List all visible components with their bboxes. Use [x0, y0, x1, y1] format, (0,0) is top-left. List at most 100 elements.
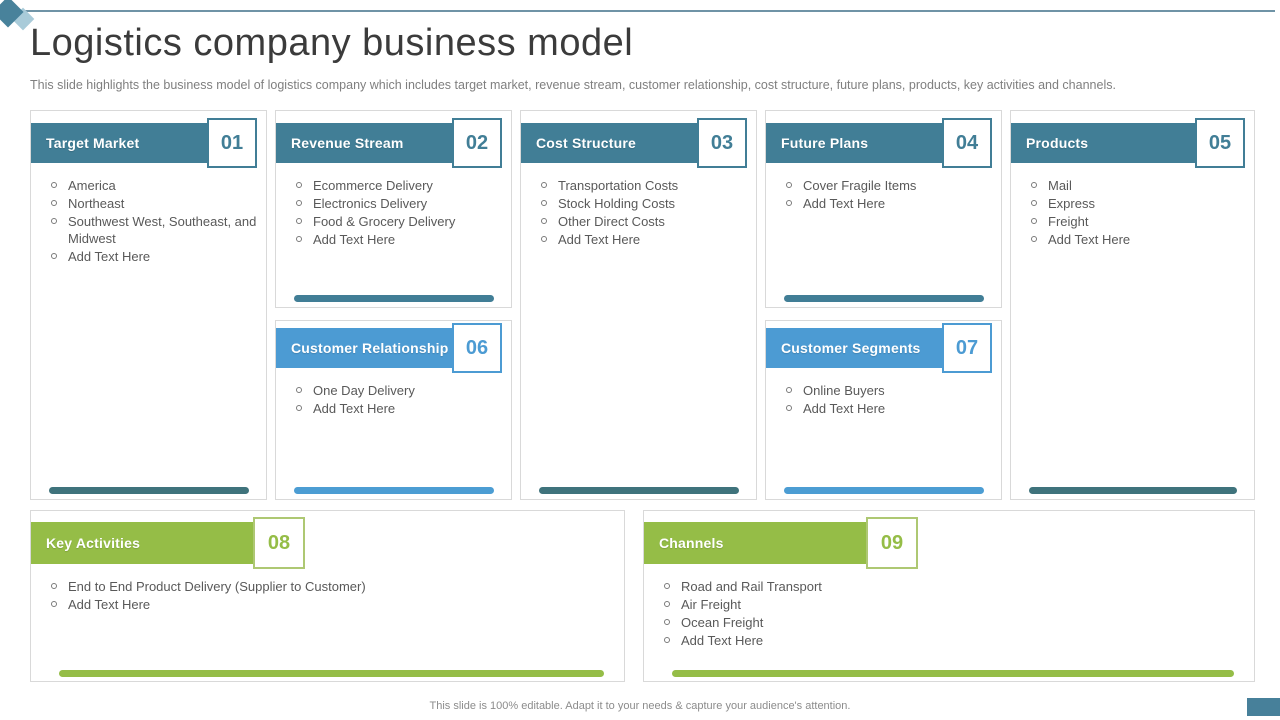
card-title: Target Market — [46, 135, 140, 151]
card-item-list: One Day Delivery Add Text Here — [276, 368, 511, 417]
bullet-icon — [51, 218, 57, 224]
list-item: Ecommerce Delivery — [296, 177, 503, 194]
card-number-badge: 07 — [942, 323, 992, 373]
card-products: Products 05 Mail Express Freight Add Tex… — [1010, 110, 1255, 500]
list-item: Other Direct Costs — [541, 213, 748, 230]
list-item-text: Add Text Here — [803, 401, 886, 416]
list-item-text: Road and Rail Transport — [681, 579, 822, 594]
bullet-icon — [541, 236, 547, 242]
card-header: Products 05 — [1011, 118, 1254, 168]
list-item: America — [51, 177, 258, 194]
bullet-icon — [296, 200, 302, 206]
bullet-icon — [541, 200, 547, 206]
list-item-text: Other Direct Costs — [558, 214, 665, 229]
list-item: Stock Holding Costs — [541, 195, 748, 212]
list-item-text: One Day Delivery — [313, 383, 415, 398]
card-accent-bar — [539, 487, 739, 494]
list-item: Add Text Here — [786, 195, 993, 212]
card-number-badge: 09 — [866, 517, 918, 569]
list-item-text: America — [68, 178, 116, 193]
card-accent-bar — [294, 487, 494, 494]
card-accent-bar — [672, 670, 1234, 677]
card-cost-structure: Cost Structure 03 Transportation Costs S… — [520, 110, 757, 500]
bullet-icon — [1031, 218, 1037, 224]
list-item: Add Text Here — [296, 400, 503, 417]
column-revenue-relationship: Revenue Stream 02 Ecommerce Delivery Ele… — [275, 110, 512, 500]
top-rule-line — [24, 10, 1275, 12]
bullet-icon — [1031, 236, 1037, 242]
list-item: Transportation Costs — [541, 177, 748, 194]
list-item: Mail — [1031, 177, 1246, 194]
column-future-segments: Future Plans 04 Cover Fragile Items Add … — [765, 110, 1002, 500]
list-item-text: Add Text Here — [681, 633, 764, 648]
list-item-text: End to End Product Delivery (Supplier to… — [68, 579, 366, 594]
card-channels: Channels 09 Road and Rail Transport Air … — [643, 510, 1255, 682]
column-target-market: Target Market 01 America Northeast South… — [30, 110, 267, 500]
bullet-icon — [51, 253, 57, 259]
list-item-text: Food & Grocery Delivery — [313, 214, 456, 229]
card-number: 09 — [880, 531, 904, 554]
bullet-icon — [664, 583, 670, 589]
card-title: Cost Structure — [536, 135, 637, 151]
list-item-text: Add Text Here — [313, 232, 396, 247]
list-item: Southwest West, Southeast, and Midwest — [51, 213, 258, 247]
list-item: End to End Product Delivery (Supplier to… — [51, 578, 616, 595]
card-header: Customer Relationship 06 — [276, 323, 511, 373]
list-item: Freight — [1031, 213, 1246, 230]
card-key-activities: Key Activities 08 End to End Product Del… — [30, 510, 625, 682]
card-header: Key Activities 08 — [31, 517, 305, 569]
list-item: Air Freight — [664, 596, 1246, 613]
list-item: Online Buyers — [786, 382, 993, 399]
card-header: Future Plans 04 — [766, 118, 1001, 168]
card-header: Cost Structure 03 — [521, 118, 756, 168]
list-item-text: Stock Holding Costs — [558, 196, 676, 211]
card-number: 03 — [710, 131, 734, 154]
bullet-icon — [51, 200, 57, 206]
list-item-text: Cover Fragile Items — [803, 178, 917, 193]
card-number: 08 — [267, 531, 291, 554]
bullet-icon — [1031, 200, 1037, 206]
card-title: Customer Segments — [781, 340, 921, 356]
list-item: Express — [1031, 195, 1246, 212]
list-item-text: Add Text Here — [1048, 232, 1131, 247]
list-item-text: Ecommerce Delivery — [313, 178, 433, 193]
bullet-icon — [296, 387, 302, 393]
list-item: Add Text Here — [541, 231, 748, 248]
list-item: Add Text Here — [51, 596, 616, 613]
card-number-badge: 05 — [1195, 118, 1245, 168]
card-title: Customer Relationship — [291, 340, 449, 356]
bullet-icon — [541, 182, 547, 188]
bullet-icon — [51, 583, 57, 589]
card-title-bar: Key Activities — [31, 522, 260, 564]
bullet-icon — [664, 637, 670, 643]
list-item-text: Add Text Here — [803, 196, 886, 211]
card-accent-bar — [1029, 487, 1237, 494]
card-accent-bar — [294, 295, 494, 302]
column-cost-structure: Cost Structure 03 Transportation Costs S… — [520, 110, 757, 500]
card-customer-segments: Customer Segments 07 Online Buyers Add T… — [765, 320, 1002, 500]
list-item: Add Text Here — [664, 632, 1246, 649]
card-number-badge: 06 — [452, 323, 502, 373]
list-item-text: Air Freight — [681, 597, 741, 612]
bullet-icon — [786, 387, 792, 393]
card-accent-bar — [784, 487, 984, 494]
card-title: Revenue Stream — [291, 135, 404, 151]
list-item: Add Text Here — [786, 400, 993, 417]
column-products: Products 05 Mail Express Freight Add Tex… — [1010, 110, 1255, 500]
card-item-list: Cover Fragile Items Add Text Here — [766, 163, 1001, 212]
card-number-badge: 02 — [452, 118, 502, 168]
footer-note: This slide is 100% editable. Adapt it to… — [429, 700, 851, 712]
bullet-icon — [296, 236, 302, 242]
card-number-badge: 04 — [942, 118, 992, 168]
bullet-icon — [786, 200, 792, 206]
card-number: 04 — [955, 131, 979, 154]
list-item-text: Freight — [1048, 214, 1089, 229]
list-item: Electronics Delivery — [296, 195, 503, 212]
card-title: Key Activities — [46, 535, 141, 551]
list-item-text: Add Text Here — [68, 597, 151, 612]
list-item: Northeast — [51, 195, 258, 212]
bullet-icon — [541, 218, 547, 224]
list-item: Add Text Here — [51, 248, 258, 265]
bullet-icon — [1031, 182, 1037, 188]
